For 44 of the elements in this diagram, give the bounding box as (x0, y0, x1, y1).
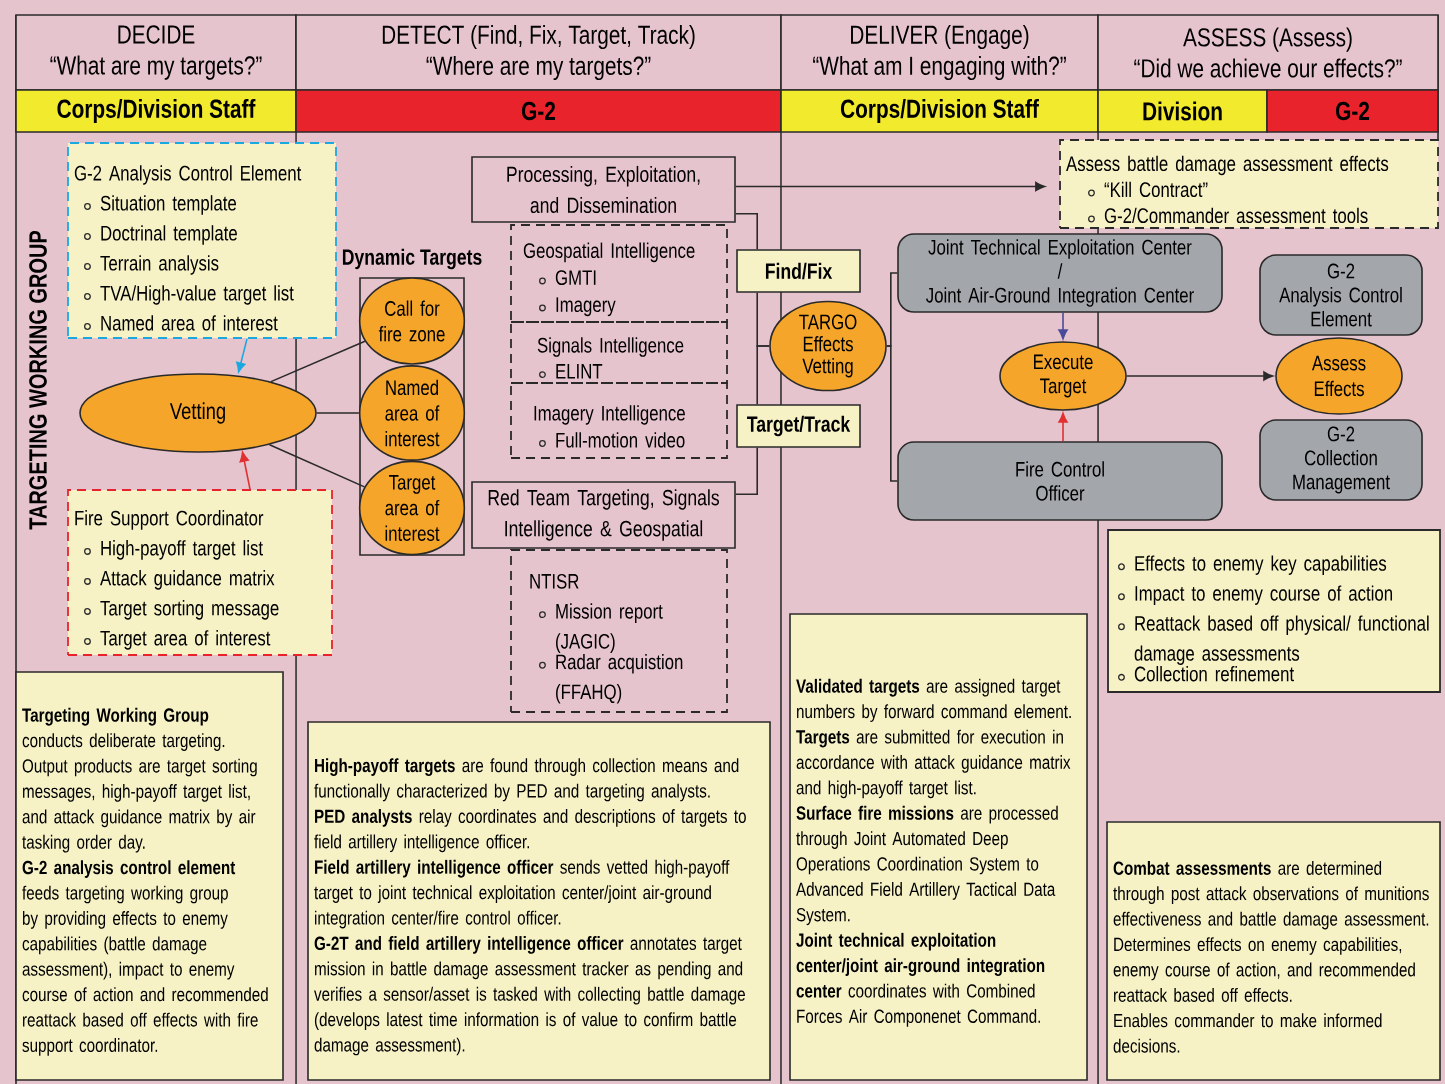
text-box: High-payoff targets are found through collection means and functionally characterized by PED and targeting analysts. PED analysts relay coordinates and descriptions of targets to field artillery intelligence officer. Field artillery intelligence officer sends vetted high-payoff target to joint technical exploitation center/joint air-ground integration center/fire control officer. G-2T and field artillery intelligence officer annotates target mission in battle damage assessment tracker as pending and verifies a sensor/asset is tasked with collecting battle damage (develops latest time information is of value to confirm battle damage assessment). (307, 721, 771, 1081)
connector (735, 447, 758, 495)
list-box: Imagery Intelligence Full-motion video (510, 382, 728, 459)
connector (735, 181, 1046, 192)
role-bar: Division (1097, 89, 1268, 133)
list-box: Geospatial Intelligence GMTI Imagery (510, 224, 728, 323)
agency-box: Joint Technical Exploitation Center / Joint Air-Ground Integration Center (897, 233, 1223, 313)
connector (756, 345, 770, 405)
text-box: Combat assessments are determined through post attack observations of munitions effectiveness and battle damage assessment. Determines effects on enemy capabilities, enemy course of action, and recommended reattack based off effects. Enables commander to make informed decisions. (1106, 821, 1441, 1081)
column-header: DETECT (Find, Fix, Target, Track) “Where are my targets?” (295, 14, 782, 91)
process-box: Processing, Exploitation, and Dissemination (471, 156, 736, 223)
step-box: Find/Fix (736, 249, 861, 293)
role-bar: Corps/Division Staff (780, 89, 1099, 133)
agency-box: G-2 Collection Management (1259, 419, 1423, 501)
column-header: DELIVER (Engage) “What am I engaging with?” (780, 14, 1099, 91)
list-box: Assess battle damage assessment effects “Kill Contract” G-2/Commander assessment tools (1059, 139, 1439, 229)
connector (268, 443, 366, 488)
connector (886, 345, 898, 482)
role-bar: G-2 (1266, 89, 1439, 133)
connector (236, 338, 248, 373)
list-box: Fire Support Coordinator High-payoff target list Attack guidance matrix Target sorting message Target area of interest (67, 489, 333, 656)
list-box: Effects to enemy key capabilities Impact to enemy course of action Reattack based off physical/ functional damage assessments Collection refinement (1107, 529, 1441, 693)
connector (735, 213, 758, 250)
text-box: Targeting Working Group conducts deliberate targeting. Output products are target sorting messages, high-payoff target list, and attack guidance matrix by air tasking order day. G-2 analysis control element feeds targeting working group by providing effects to enemy capabilities (battle damage assessment), impact to enemy course of action and recommended reattack based off effects with fire support coordinator. (15, 671, 284, 1081)
connector (1058, 412, 1068, 442)
agency-box: G-2 Analysis Control Element (1259, 254, 1423, 336)
agency-box: Fire Control Officer (897, 441, 1223, 521)
connector (1058, 312, 1068, 340)
connector (316, 412, 360, 414)
group-heading: Dynamic Targets (342, 248, 482, 270)
list-box: G-2 Analysis Control Element Situation template Doctrinal template Terrain analysis TVA/High-value target list Named area of interest (67, 142, 337, 339)
list-box: NTISR Mission report (JAGIC) Radar acquistion (FFAHQ) (510, 549, 728, 713)
connector (1126, 371, 1274, 381)
step-box: Target/Track (736, 404, 861, 448)
side-label: TARGETING WORKING GROUP (29, 230, 47, 530)
process-box: Red Team Targeting, Signals Intelligence & Geospatial (471, 481, 736, 549)
connector (270, 340, 366, 383)
text-box: Validated targets are assigned target numbers by forward command element. Targets are submitted for execution in accordance with attack guidance matrix and high-payoff target list. Surface fire missions are processed through Joint Automated Deep Operations Coordination System to Advanced Field Artillery Tactical Data System. Joint technical exploitation center/joint air-ground integration center coordinates with Combined Forces Air Componenet Command. (789, 613, 1088, 1081)
list-box: Signals Intelligence ELINT (510, 321, 728, 384)
column-header: DECIDE “What are my targets?” (15, 14, 297, 91)
connector (239, 451, 251, 490)
role-bar: Corps/Division Staff (15, 89, 297, 133)
column-header: ASSESS (Assess) “Did we achieve our effects?” (1097, 14, 1439, 91)
role-bar: G-2 (295, 89, 782, 133)
